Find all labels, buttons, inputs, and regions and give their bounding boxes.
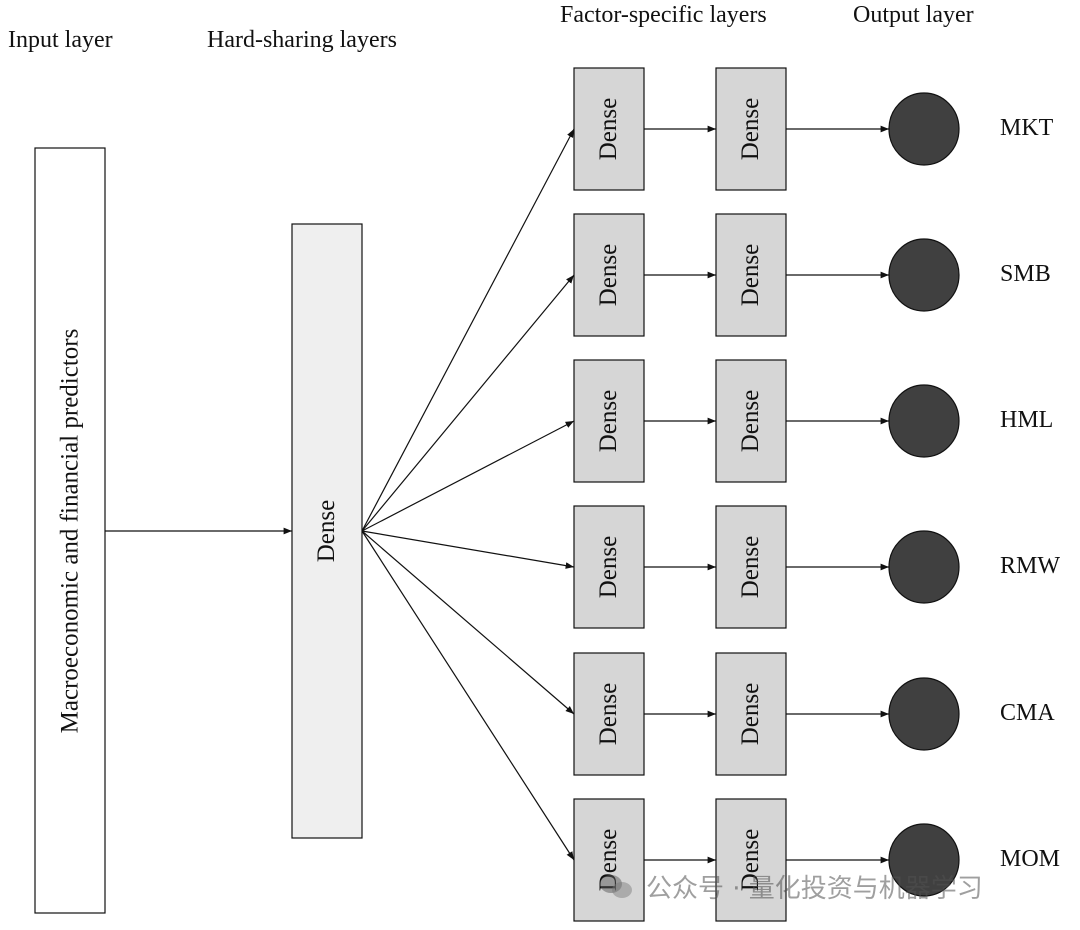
output-label-smb: SMB <box>1000 261 1051 287</box>
edge-shared-to-mkt <box>361 128 575 532</box>
dense-box-hml-1 <box>573 359 645 483</box>
shared-dense-box <box>291 223 363 839</box>
output-node-hml <box>888 384 960 458</box>
dense-box-smb-2 <box>715 213 787 337</box>
dense-box-mkt-2 <box>715 67 787 191</box>
dense-label-cma-2: Dense <box>736 682 764 746</box>
dense-label-mkt-2-wrap: Dense <box>716 68 786 190</box>
input-layer-label-wrap: Macroeconomic and financial predictors <box>35 148 105 913</box>
dense-box-rmw-2 <box>715 505 787 629</box>
watermark-text: 公众号 · 量化投资与机器学习 <box>646 874 983 904</box>
dense-label-mkt-1-wrap: Dense <box>574 68 644 190</box>
output-label-cma: CMA <box>1000 700 1055 726</box>
edge-shared-to-cma <box>361 530 575 715</box>
output-node-smb <box>888 238 960 312</box>
output-node-rmw <box>888 530 960 604</box>
dense-label-hml-2-wrap: Dense <box>716 360 786 482</box>
edge-shared-to-mom <box>361 530 575 861</box>
dense-label-mkt-2: Dense <box>736 97 764 161</box>
hard-sharing-header: Hard-sharing layers <box>207 27 397 53</box>
dense-label-cma-2-wrap: Dense <box>716 653 786 775</box>
dense-label-cma-1: Dense <box>594 682 622 746</box>
dense-label-rmw-2-wrap: Dense <box>716 506 786 628</box>
factor-specific-header: Factor-specific layers <box>560 2 767 28</box>
dense-label-hml-2: Dense <box>736 389 764 453</box>
dense-label-mkt-1: Dense <box>594 97 622 161</box>
dense-box-cma-2 <box>715 652 787 776</box>
dense-label-rmw-1-wrap: Dense <box>574 506 644 628</box>
dense-box-smb-1 <box>573 213 645 337</box>
output-label-hml: HML <box>1000 407 1054 433</box>
dense-label-rmw-2: Dense <box>736 535 764 599</box>
dense-box-mom-1 <box>573 798 645 922</box>
edge-shared-to-rmw <box>361 530 575 569</box>
output-label-mom: MOM <box>1000 846 1061 872</box>
watermark: 公众号 · 量化投资与机器学习 <box>600 868 983 905</box>
edge-shared-to-smb <box>361 274 575 532</box>
dense-label-smb-2-wrap: Dense <box>716 214 786 336</box>
dense-box-cma-1 <box>573 652 645 776</box>
wechat-icon <box>600 873 634 901</box>
shared-dense-label: Dense <box>312 499 340 563</box>
dense-label-rmw-1: Dense <box>594 535 622 599</box>
dense-box-mom-2 <box>715 798 787 922</box>
output-node-mom <box>888 823 960 897</box>
input-layer-header: Input layer <box>8 27 113 53</box>
output-layer-header: Output layer <box>853 2 974 28</box>
dense-label-cma-1-wrap: Dense <box>574 653 644 775</box>
output-label-mkt: MKT <box>1000 115 1054 141</box>
dense-box-mkt-1 <box>573 67 645 191</box>
dense-label-smb-1: Dense <box>594 243 622 307</box>
output-label-rmw: RMW <box>1000 553 1060 579</box>
edge-shared-to-hml <box>361 420 575 532</box>
output-node-cma <box>888 677 960 751</box>
input-layer-label: Macroeconomic and financial predictors <box>56 328 83 733</box>
dense-label-smb-2: Dense <box>736 243 764 307</box>
dense-box-rmw-1 <box>573 505 645 629</box>
dense-label-smb-1-wrap: Dense <box>574 214 644 336</box>
input-layer-box <box>34 147 106 914</box>
dense-label-hml-1-wrap: Dense <box>574 360 644 482</box>
output-node-mkt <box>888 92 960 166</box>
shared-dense-label-wrap: Dense <box>292 224 362 838</box>
dense-box-hml-2 <box>715 359 787 483</box>
dense-label-hml-1: Dense <box>594 389 622 453</box>
